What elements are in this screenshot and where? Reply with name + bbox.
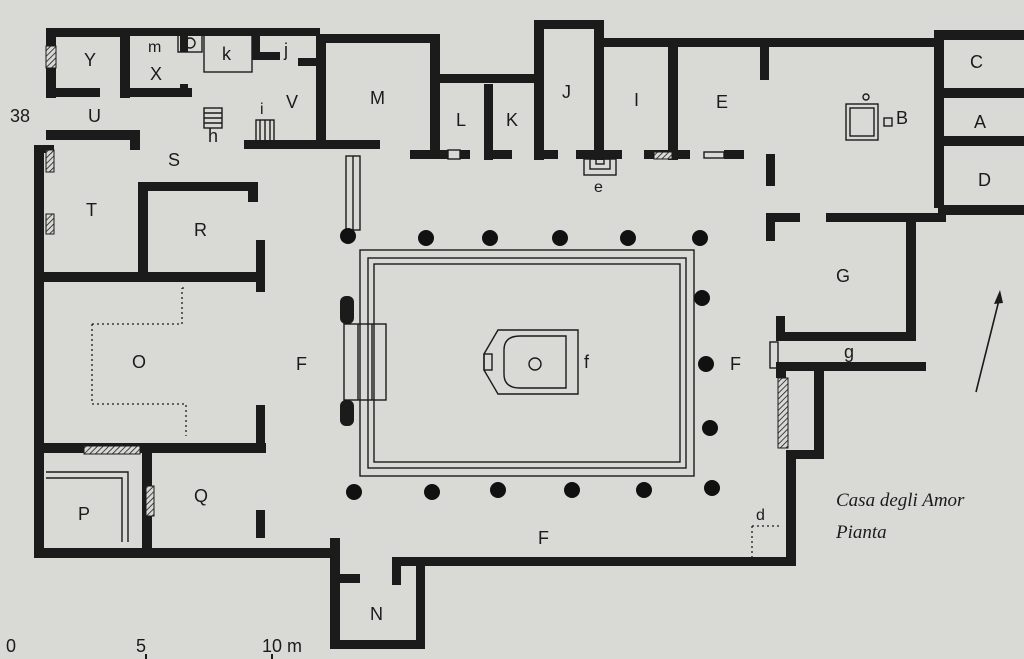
scale-bar bbox=[145, 654, 273, 659]
scale-label-5: 5 bbox=[136, 636, 146, 656]
column bbox=[704, 480, 720, 496]
room-label-N: N bbox=[370, 604, 383, 624]
column bbox=[636, 482, 652, 498]
column bbox=[698, 356, 714, 372]
room-label-h: h bbox=[208, 126, 218, 146]
north-arrow-icon bbox=[975, 290, 1003, 393]
room-label-O: O bbox=[132, 352, 146, 372]
room-label-E: E bbox=[716, 92, 728, 112]
column bbox=[424, 484, 440, 500]
room-label-K: K bbox=[506, 110, 518, 130]
room-label-g: g bbox=[844, 342, 854, 362]
room-label-m: m bbox=[148, 39, 161, 56]
room-label-F-east: F bbox=[730, 354, 741, 374]
room-label-e: e bbox=[594, 179, 603, 196]
column bbox=[418, 230, 434, 246]
scale-label-10m: 10 m bbox=[262, 636, 302, 656]
blocked-doorways bbox=[45, 45, 789, 517]
room-label-C: C bbox=[970, 52, 983, 72]
room-label-I: I bbox=[634, 90, 639, 110]
room-label-d: d bbox=[756, 507, 765, 524]
column bbox=[564, 482, 580, 498]
room-label-T: T bbox=[86, 200, 97, 220]
caption-title: Casa degli Amor bbox=[836, 490, 965, 511]
plan-caption: Casa degli Amor Pianta bbox=[835, 490, 965, 543]
room-label-P: P bbox=[78, 504, 90, 524]
stairs-h bbox=[203, 107, 223, 129]
scale-labels: 0 5 10 m bbox=[6, 636, 302, 656]
room-label-U: U bbox=[88, 106, 101, 126]
room-label-R: R bbox=[194, 220, 207, 240]
room-label-F-west: F bbox=[296, 354, 307, 374]
room-labels: Y m k X j U h i V M L K J I E C B A D S … bbox=[78, 39, 991, 624]
column bbox=[702, 420, 718, 436]
room-label-A: A bbox=[974, 112, 986, 132]
column bbox=[552, 230, 568, 246]
room-label-J: J bbox=[562, 82, 571, 102]
stairs-i bbox=[255, 119, 275, 143]
scale-label-0: 0 bbox=[6, 636, 16, 656]
room-label-B: B bbox=[896, 108, 908, 128]
column bbox=[482, 230, 498, 246]
room-label-k: k bbox=[222, 44, 232, 64]
peristyle-columns bbox=[340, 228, 720, 500]
column bbox=[620, 230, 636, 246]
column bbox=[346, 484, 362, 500]
column bbox=[340, 228, 356, 244]
room-label-Q: Q bbox=[194, 486, 208, 506]
room-label-G: G bbox=[836, 266, 850, 286]
room-label-F-south: F bbox=[538, 528, 549, 548]
street-number: 38 bbox=[10, 106, 30, 126]
room-label-M: M bbox=[370, 88, 385, 108]
room-label-i: i bbox=[260, 101, 264, 118]
room-label-j: j bbox=[283, 40, 288, 60]
column bbox=[490, 482, 506, 498]
column bbox=[694, 290, 710, 306]
room-label-V: V bbox=[286, 92, 298, 112]
caption-subtitle: Pianta bbox=[835, 522, 887, 543]
room-label-S: S bbox=[168, 150, 180, 170]
column bbox=[692, 230, 708, 246]
room-label-X: X bbox=[150, 64, 162, 84]
room-label-Y: Y bbox=[84, 50, 96, 70]
plan-details bbox=[46, 33, 893, 560]
walls bbox=[34, 20, 1024, 649]
room-label-D: D bbox=[978, 170, 991, 190]
room-label-L: L bbox=[456, 110, 466, 130]
room-label-f: f bbox=[584, 352, 590, 372]
